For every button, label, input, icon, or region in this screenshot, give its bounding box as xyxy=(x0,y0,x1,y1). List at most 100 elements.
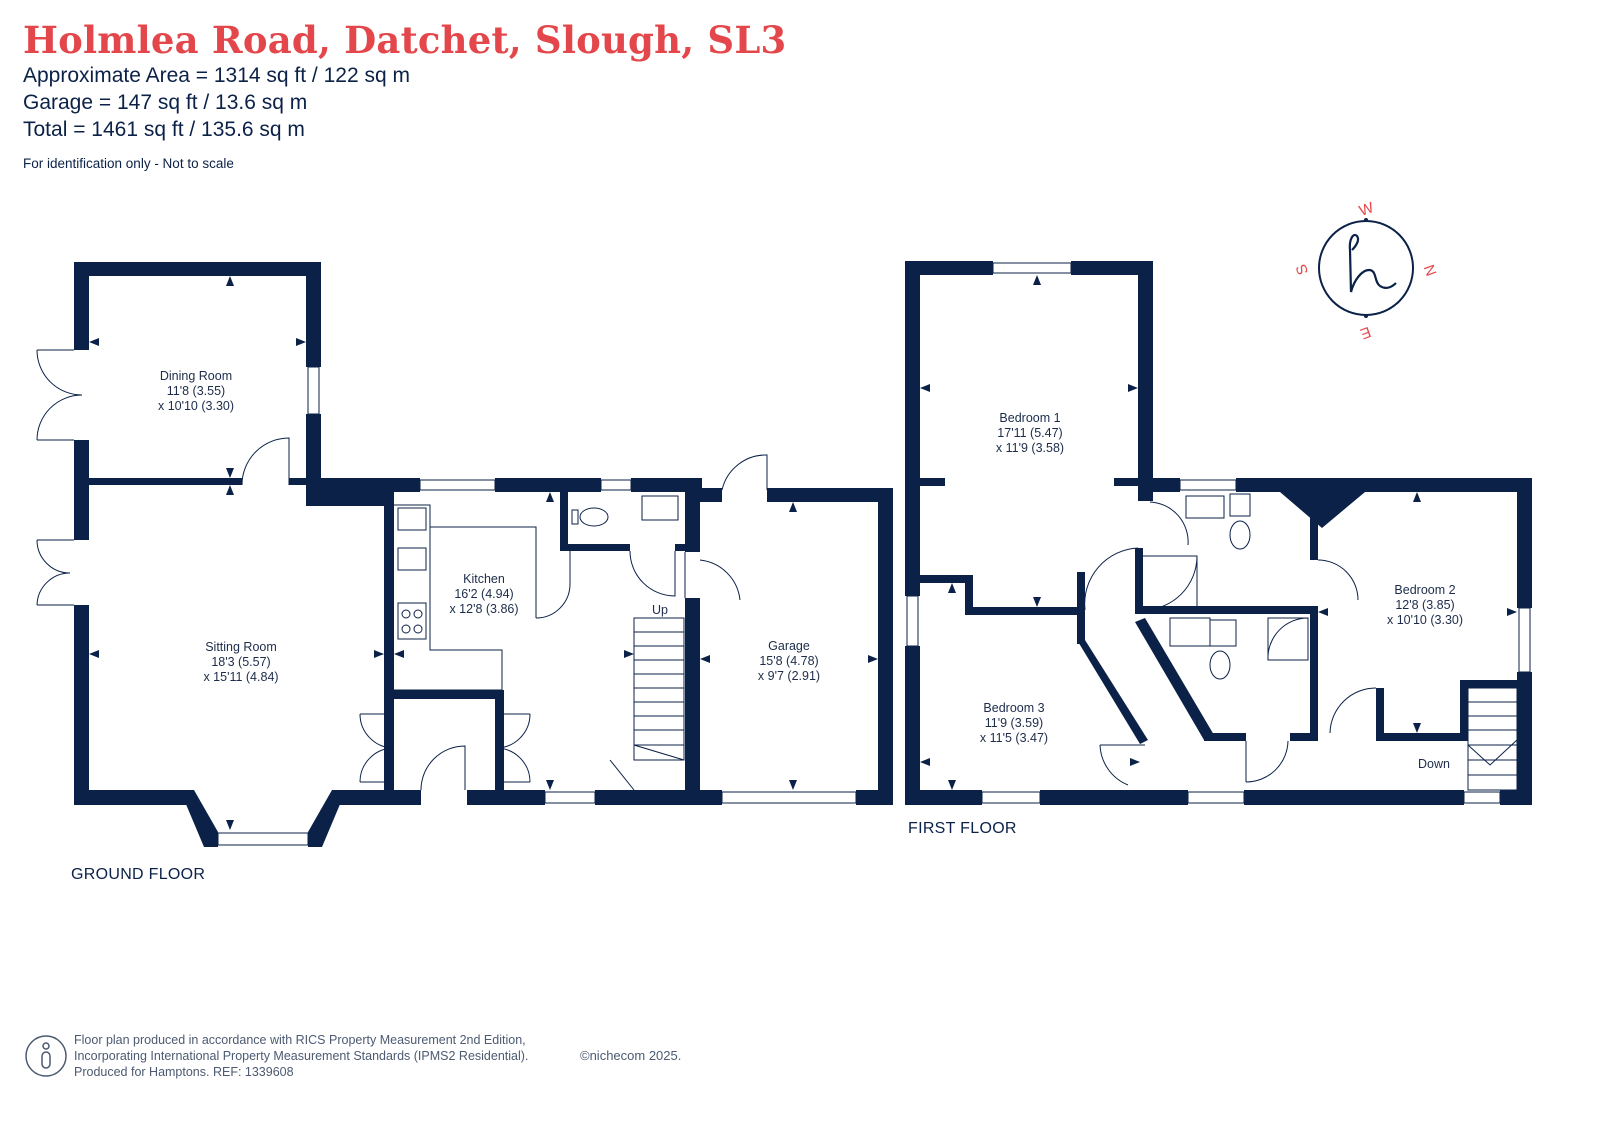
wall xyxy=(336,790,384,805)
door-swing xyxy=(629,550,676,597)
compass-letter-n: N xyxy=(1420,263,1440,279)
wall xyxy=(1077,640,1148,744)
approximate-area: Approximate Area = 1314 sq ft / 122 sq m xyxy=(23,64,410,87)
wall xyxy=(74,262,89,350)
door-swing xyxy=(1099,744,1145,786)
wall xyxy=(1517,478,1532,608)
room-name-dining-room: Dining Room xyxy=(160,369,232,383)
room-dim-bedroom-3: x 11'5 (3.47) xyxy=(980,731,1048,745)
door-swing xyxy=(1317,559,1359,601)
footer: Floor plan produced in accordance with R… xyxy=(24,1032,724,1112)
wall xyxy=(394,478,420,492)
compass-letter-w: W xyxy=(1357,199,1377,220)
wall xyxy=(920,478,945,486)
toilet-icon xyxy=(579,507,609,527)
wall xyxy=(1071,261,1153,275)
window xyxy=(992,262,1072,274)
door-swing xyxy=(241,437,290,486)
wall xyxy=(595,790,700,805)
room-dim-dining-room: x 10'10 (3.30) xyxy=(158,399,234,413)
staircase xyxy=(633,617,685,761)
wall xyxy=(1135,618,1214,740)
room-dim-garage: 15'8 (4.78) xyxy=(759,654,818,668)
room-dim-bedroom-3: 11'9 (3.59) xyxy=(985,716,1043,730)
room-dim-sitting-room: 18'3 (5.57) xyxy=(211,655,270,669)
property-title: Holmlea Road, Datchet, Slough, SL3 xyxy=(23,18,787,62)
garage-door xyxy=(721,791,857,804)
wall xyxy=(467,790,545,805)
wall xyxy=(1310,492,1318,560)
french-door xyxy=(36,349,83,441)
window xyxy=(1518,607,1531,673)
wall xyxy=(1460,680,1532,688)
wall xyxy=(1460,680,1468,740)
wall xyxy=(384,690,502,699)
wall xyxy=(1135,606,1318,614)
wall xyxy=(74,440,89,540)
window xyxy=(307,366,320,415)
room-dim-dining-room: 11'8 (3.55) xyxy=(167,384,225,398)
window xyxy=(419,479,496,491)
basin-icon xyxy=(1169,617,1211,647)
footer-line-3: Produced for Hamptons. REF: 1339608 xyxy=(74,1065,294,1079)
window xyxy=(981,791,1041,804)
stair-label-down: Down xyxy=(1418,757,1450,771)
ground-floor-label: GROUND FLOOR xyxy=(71,866,206,883)
door-swing xyxy=(535,551,571,619)
wall xyxy=(74,790,190,805)
wall xyxy=(767,488,893,502)
toilet-icon xyxy=(1229,520,1251,550)
room-dim-garage: x 9'7 (2.91) xyxy=(758,669,820,683)
wall xyxy=(1280,492,1365,528)
wall xyxy=(308,790,346,847)
wall xyxy=(920,575,965,583)
wall xyxy=(560,492,568,550)
wall xyxy=(560,544,630,551)
wall xyxy=(74,262,321,276)
porch-door xyxy=(359,713,395,783)
wall xyxy=(878,488,893,805)
compass-icon: W N E S xyxy=(1293,199,1440,343)
porch-door xyxy=(495,713,531,783)
wall xyxy=(180,790,218,847)
window xyxy=(544,791,596,804)
bay-window xyxy=(217,832,309,846)
wall xyxy=(700,488,722,502)
wall xyxy=(1290,733,1318,741)
ground-floor-plan: Up xyxy=(36,262,893,847)
first-floor-plan: Down xyxy=(905,261,1532,805)
wall xyxy=(289,478,321,485)
room-dim-kitchen: 16'2 (4.94) xyxy=(454,587,513,601)
room-name-bedroom-1: Bedroom 1 xyxy=(999,411,1060,425)
footer-line-2: Incorporating International Property Mea… xyxy=(74,1049,529,1063)
wall xyxy=(685,492,700,552)
hob-icon xyxy=(397,602,427,640)
h-logo-icon xyxy=(1348,233,1397,293)
footer-line-1: Floor plan produced in accordance with R… xyxy=(74,1033,526,1047)
wall xyxy=(384,790,421,805)
room-dim-sitting-room: x 15'11 (4.84) xyxy=(203,670,278,684)
toilet-icon xyxy=(1209,650,1231,680)
wall xyxy=(1138,478,1180,492)
wall xyxy=(74,605,89,805)
room-name-garage: Garage xyxy=(768,639,810,653)
room-dim-bedroom-1: 17'11 (5.47) xyxy=(997,426,1062,440)
door-swing xyxy=(721,454,768,491)
staircase xyxy=(1467,687,1518,791)
room-name-kitchen: Kitchen xyxy=(463,572,505,586)
wall xyxy=(1310,614,1318,734)
door-swing xyxy=(1245,740,1289,783)
wall xyxy=(1376,688,1384,738)
wall xyxy=(905,646,920,805)
wall xyxy=(1138,261,1153,501)
wall xyxy=(89,478,242,485)
wall xyxy=(1135,548,1143,610)
stair-label-up: Up xyxy=(652,603,668,617)
total-area: Total = 1461 sq ft / 135.6 sq m xyxy=(23,118,305,141)
wall xyxy=(384,478,394,690)
wall xyxy=(1517,672,1532,805)
shower-icon xyxy=(1142,555,1198,611)
sink-icon xyxy=(397,507,427,531)
